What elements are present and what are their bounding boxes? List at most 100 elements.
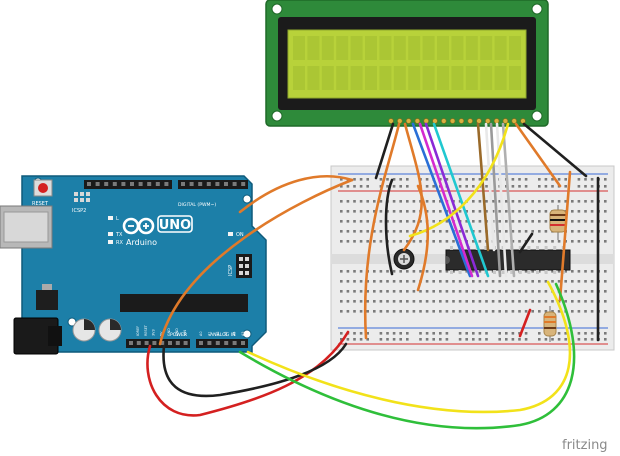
breadboard-hole bbox=[399, 280, 402, 283]
header-pin bbox=[160, 341, 165, 345]
breadboard-hole bbox=[386, 290, 389, 293]
header-pin bbox=[129, 341, 133, 345]
breadboard-hole bbox=[584, 270, 587, 273]
breadboard-hole bbox=[498, 220, 501, 223]
breadboard-hole bbox=[439, 210, 442, 213]
breadboard-hole bbox=[524, 338, 528, 341]
breadboard-hole bbox=[571, 300, 574, 303]
breadboard-hole bbox=[392, 240, 396, 243]
breadboard-hole bbox=[379, 290, 383, 293]
breadboard-hole bbox=[524, 332, 528, 335]
breadboard-hole bbox=[577, 280, 581, 283]
reset-label: RESET bbox=[32, 201, 49, 207]
breadboard-hole bbox=[465, 300, 468, 303]
breadboard-hole bbox=[571, 210, 574, 213]
breadboard-hole bbox=[340, 338, 343, 341]
breadboard-hole bbox=[551, 240, 554, 243]
lcd-cell bbox=[451, 36, 464, 60]
breadboard-hole bbox=[472, 280, 475, 283]
header-pin bbox=[152, 341, 157, 345]
breadboard-hole bbox=[412, 300, 416, 303]
breadboard-hole bbox=[379, 280, 383, 283]
breadboard-hole bbox=[485, 300, 488, 303]
breadboard-hole bbox=[551, 270, 554, 273]
breadboard-hole bbox=[485, 332, 488, 335]
breadboard-hole bbox=[392, 230, 396, 233]
breadboard-hole bbox=[366, 220, 369, 223]
breadboard-hole bbox=[425, 210, 429, 213]
breadboard-hole bbox=[386, 178, 389, 181]
breadboard-hole bbox=[485, 210, 488, 213]
breadboard-hole bbox=[439, 338, 442, 341]
breadboard-hole bbox=[432, 200, 435, 203]
lcd-cell bbox=[451, 66, 464, 90]
fritzing-watermark: fritzing bbox=[562, 438, 608, 453]
breadboard-hole bbox=[346, 338, 350, 341]
lcd-cell bbox=[307, 36, 320, 60]
power-header bbox=[126, 339, 190, 348]
icsp2-header bbox=[74, 192, 90, 202]
breadboard-hole bbox=[379, 240, 383, 243]
icsp2-pin bbox=[80, 192, 84, 196]
breadboard-hole bbox=[386, 230, 389, 233]
breadboard-hole bbox=[518, 290, 521, 293]
breadboard-hole bbox=[399, 338, 402, 341]
lcd-pin bbox=[467, 118, 473, 124]
breadboard-hole bbox=[412, 210, 416, 213]
ic-leg bbox=[450, 270, 453, 274]
breadboard-hole bbox=[432, 220, 435, 223]
breadboard-hole bbox=[531, 240, 534, 243]
breadboard-hole bbox=[544, 338, 548, 341]
breadboard-hole bbox=[584, 200, 587, 203]
breadboard-hole bbox=[458, 178, 462, 181]
breadboard-hole bbox=[478, 300, 482, 303]
breadboard-hole bbox=[518, 185, 521, 188]
breadboard-hole bbox=[439, 240, 442, 243]
breadboard-hole bbox=[472, 300, 475, 303]
breadboard-hole bbox=[584, 338, 587, 341]
analog-pin-label: A0 bbox=[199, 332, 203, 336]
breadboard-hole bbox=[472, 200, 475, 203]
wire-orange bbox=[158, 178, 354, 346]
usb-port-inner bbox=[3, 211, 49, 243]
breadboard-hole bbox=[419, 240, 422, 243]
breadboard-hole bbox=[505, 210, 508, 213]
breadboard-hole bbox=[439, 220, 442, 223]
breadboard-hole bbox=[445, 332, 449, 335]
breadboard-hole bbox=[478, 200, 482, 203]
breadboard-hole bbox=[346, 220, 350, 223]
breadboard-hole bbox=[373, 290, 376, 293]
lcd-cell bbox=[365, 36, 377, 60]
breadboard-hole bbox=[425, 200, 429, 203]
lcd-cell bbox=[336, 66, 349, 90]
wire-gray bbox=[489, 122, 502, 278]
breadboard-hole bbox=[452, 210, 455, 213]
breadboard-hole bbox=[445, 240, 449, 243]
lcd-pin bbox=[511, 118, 517, 124]
potentiometer bbox=[393, 248, 415, 270]
lcd-cell bbox=[393, 66, 406, 90]
breadboard-hole bbox=[544, 290, 548, 293]
breadboard-hole bbox=[346, 230, 350, 233]
power-pin-label: 5V bbox=[159, 331, 163, 336]
breadboard-hole bbox=[604, 230, 607, 233]
lcd-cell bbox=[480, 66, 493, 90]
breadboard-hole bbox=[604, 200, 607, 203]
breadboard-hole bbox=[604, 210, 607, 213]
breadboard-hole bbox=[498, 332, 501, 335]
breadboard-hole bbox=[551, 310, 554, 313]
breadboard-hole bbox=[359, 230, 363, 233]
breadboard-hole bbox=[511, 240, 515, 243]
voltage-regulator-tab bbox=[42, 284, 52, 290]
breadboard-hole bbox=[379, 310, 383, 313]
breadboard-hole bbox=[524, 210, 528, 213]
wire-black bbox=[384, 178, 394, 276]
lcd-pin bbox=[414, 118, 421, 124]
breadboard-hole bbox=[392, 338, 396, 341]
breadboard-hole bbox=[564, 185, 567, 188]
breadboard-hole bbox=[505, 280, 508, 283]
breadboard-hole bbox=[346, 210, 350, 213]
breadboard-hole bbox=[538, 280, 541, 283]
lcd-pin bbox=[493, 118, 500, 124]
breadboard-hole bbox=[577, 185, 581, 188]
